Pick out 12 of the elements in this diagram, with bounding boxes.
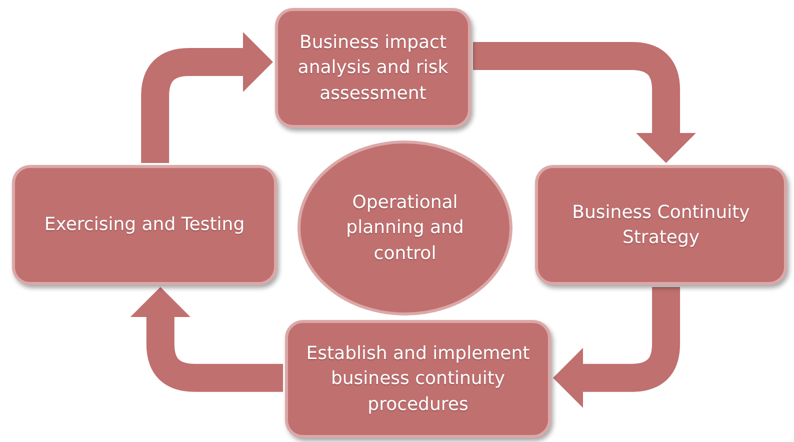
process-box [285, 320, 551, 438]
process-box [12, 165, 277, 285]
bent-arrow [130, 287, 283, 392]
process-box [275, 8, 471, 128]
node-label: Business Continuity Strategy [571, 200, 751, 250]
process-box [535, 165, 787, 285]
node-label: Establish and implement business continuity procedures [305, 342, 531, 417]
node-label: Exercising and Testing [44, 213, 245, 238]
center-ellipse [297, 140, 513, 316]
bent-arrow [473, 42, 696, 163]
node-label: Operational planning and control [346, 192, 464, 264]
node-label: Business impact analysis and risk assessment [296, 31, 450, 106]
